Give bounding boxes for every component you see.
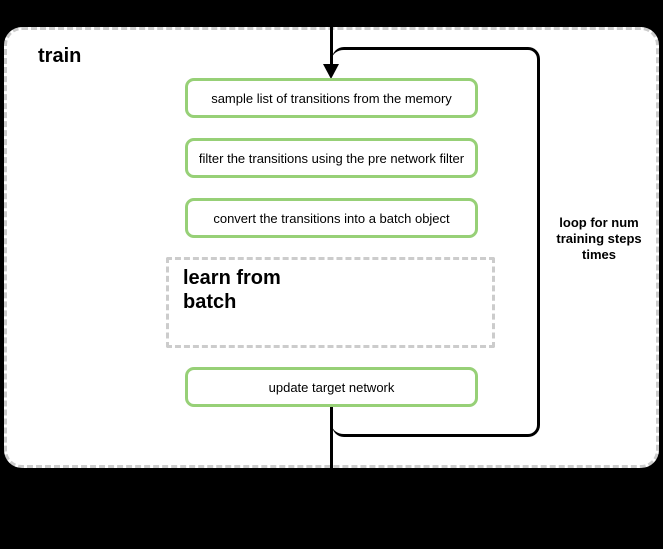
step-filter-transitions: filter the transitions using the pre net… (185, 138, 478, 178)
loop-note: loop for num training steps times (556, 215, 642, 262)
arrow-down-icon (323, 64, 339, 79)
flow-line-bottom (330, 406, 333, 549)
flow-line-top (330, 0, 333, 66)
step-sample-transitions: sample list of transitions from the memo… (185, 78, 478, 118)
subprocess-learn-from-batch: learn from batch (166, 257, 495, 348)
step-update-target-network: update target network (185, 367, 478, 407)
train-title: train (38, 45, 82, 67)
subprocess-label: learn from batch (183, 267, 281, 313)
loop-boundary (332, 47, 540, 437)
step-convert-batch: convert the transitions into a batch obj… (185, 198, 478, 238)
